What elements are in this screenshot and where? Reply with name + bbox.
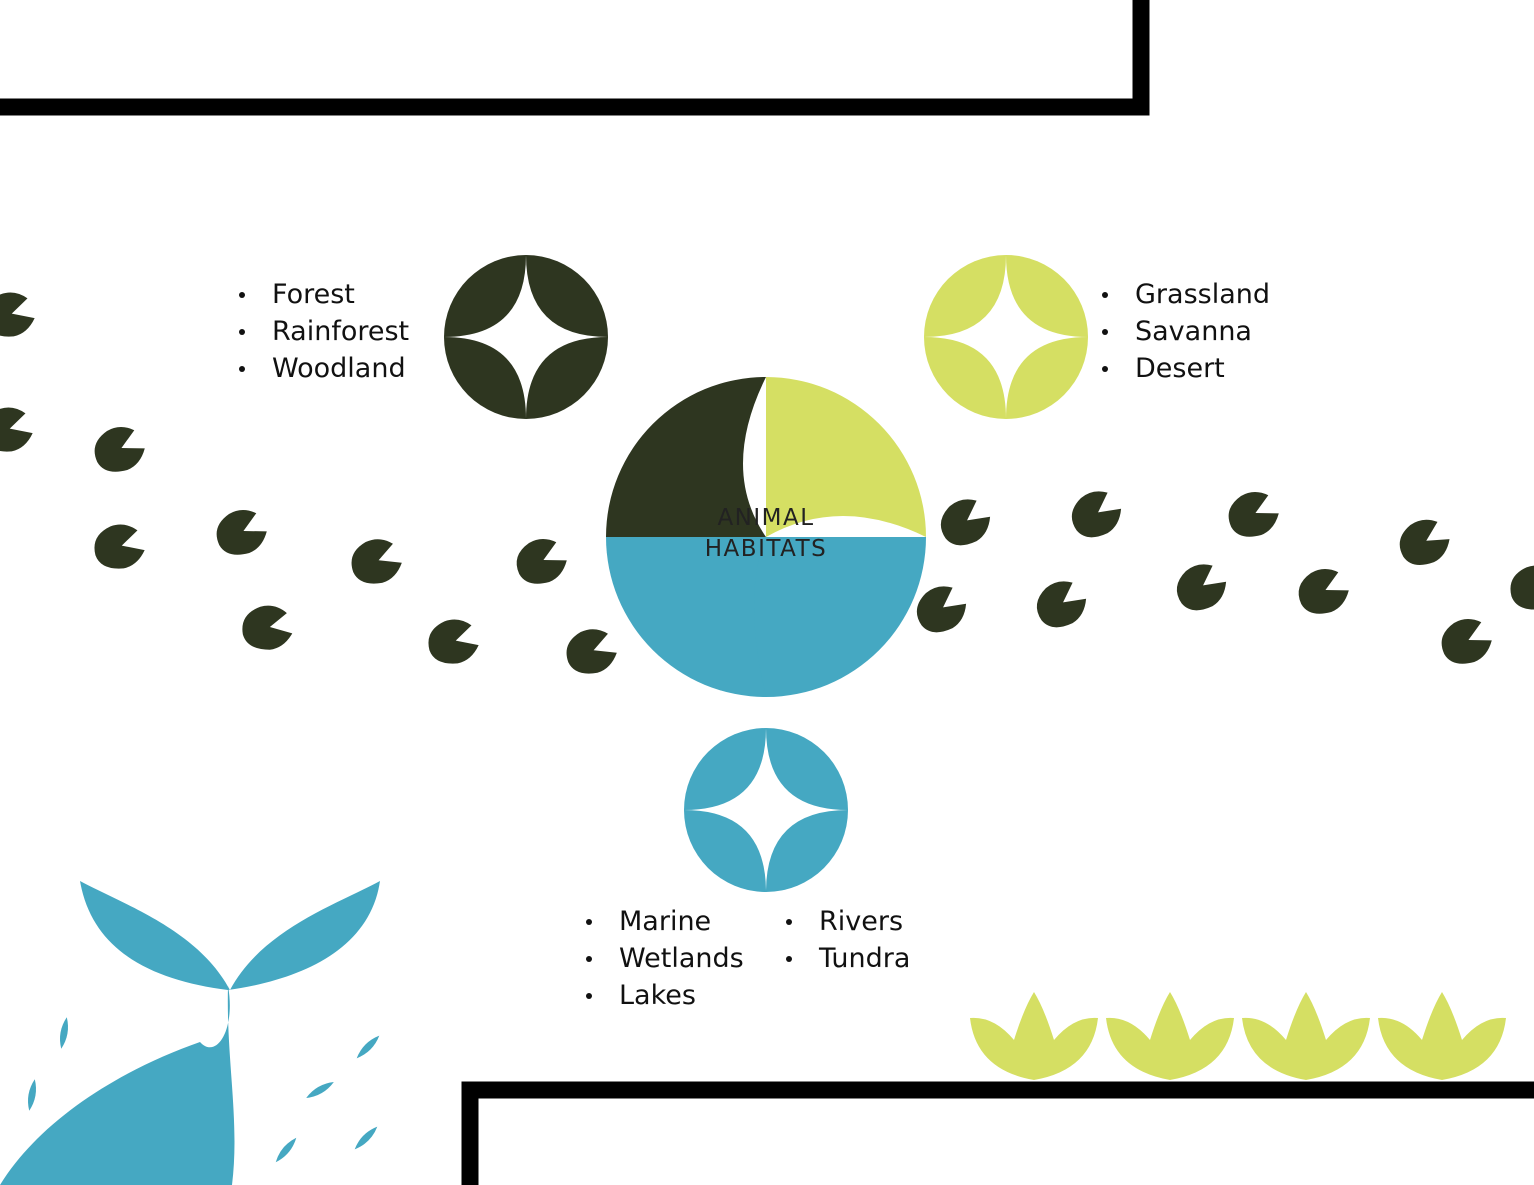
forest-star-icon <box>444 255 608 419</box>
paw-print-icon <box>237 600 295 656</box>
paw-print-icon <box>508 530 572 594</box>
list-item: Rainforest <box>236 313 409 350</box>
list-item: Savanna <box>1099 313 1270 350</box>
water-drop-icon <box>25 1078 39 1112</box>
grassland-habitat-list: Grassland Savanna Desert <box>1099 276 1270 387</box>
list-item: Wetlands <box>583 940 744 977</box>
lotus-icon <box>1378 992 1506 1080</box>
water-star-icon <box>684 728 848 892</box>
paw-print-icon <box>421 613 483 672</box>
paw-print-icon <box>1167 555 1233 621</box>
center-quadrant-grassland <box>766 377 926 537</box>
water-drop-icon <box>57 1016 71 1050</box>
diagram-title-line: HABITATS <box>704 536 828 562</box>
center-circle <box>606 377 926 697</box>
frame-top <box>0 0 1150 116</box>
aquatic-habitat-list-1: Marine Wetlands Lakes <box>583 903 744 1014</box>
paw-print-icon <box>1433 610 1497 674</box>
lotus-icon <box>1106 992 1234 1080</box>
water-drop-icon <box>304 1078 336 1102</box>
paw-print-icon <box>0 286 39 345</box>
lotus-icon <box>970 992 1098 1080</box>
center-quadrant-forest <box>606 377 766 537</box>
grassland-star-icon <box>924 255 1088 419</box>
paw-print-icon <box>1503 559 1534 618</box>
list-item: Forest <box>236 276 409 313</box>
paw-print-icon <box>1290 560 1354 624</box>
list-item: Tundra <box>783 940 910 977</box>
paw-print-icon <box>0 401 37 460</box>
list-item: Grassland <box>1099 276 1270 313</box>
paw-print-icon <box>1220 483 1284 547</box>
list-item: Rivers <box>783 903 910 940</box>
water-drop-icon <box>273 1135 299 1165</box>
aquatic-habitat-list-2: Rivers Tundra <box>783 903 910 977</box>
paw-print-icon <box>558 621 622 683</box>
paw-print-icon <box>1390 511 1456 576</box>
paw-print-icon <box>208 501 272 565</box>
center-quadrant-water-right <box>754 537 926 697</box>
diagram-title-line: ANIMAL <box>717 505 815 531</box>
list-item: Marine <box>583 903 744 940</box>
diagram-title: ANIMAL HABITATS <box>666 503 866 565</box>
frame-bottom <box>461 1081 1534 1185</box>
paw-print-icon <box>1027 572 1093 638</box>
whale-tail-icon <box>0 881 380 1185</box>
paw-print-icon <box>86 418 150 482</box>
paw-print-icon <box>87 518 149 577</box>
forest-habitat-list: Forest Rainforest Woodland <box>236 276 409 387</box>
lotus-row <box>970 992 1506 1080</box>
lotus-icon <box>1242 992 1370 1080</box>
water-drop-icon <box>352 1124 380 1152</box>
paw-print-icon <box>931 490 997 556</box>
list-item: Woodland <box>236 350 409 387</box>
center-quadrant-water-left <box>606 537 778 697</box>
paw-print-icon <box>1062 482 1128 548</box>
water-drop-icon <box>354 1033 382 1061</box>
list-item: Desert <box>1099 350 1270 387</box>
paw-print-icon <box>343 531 407 593</box>
list-item: Lakes <box>583 977 744 1014</box>
